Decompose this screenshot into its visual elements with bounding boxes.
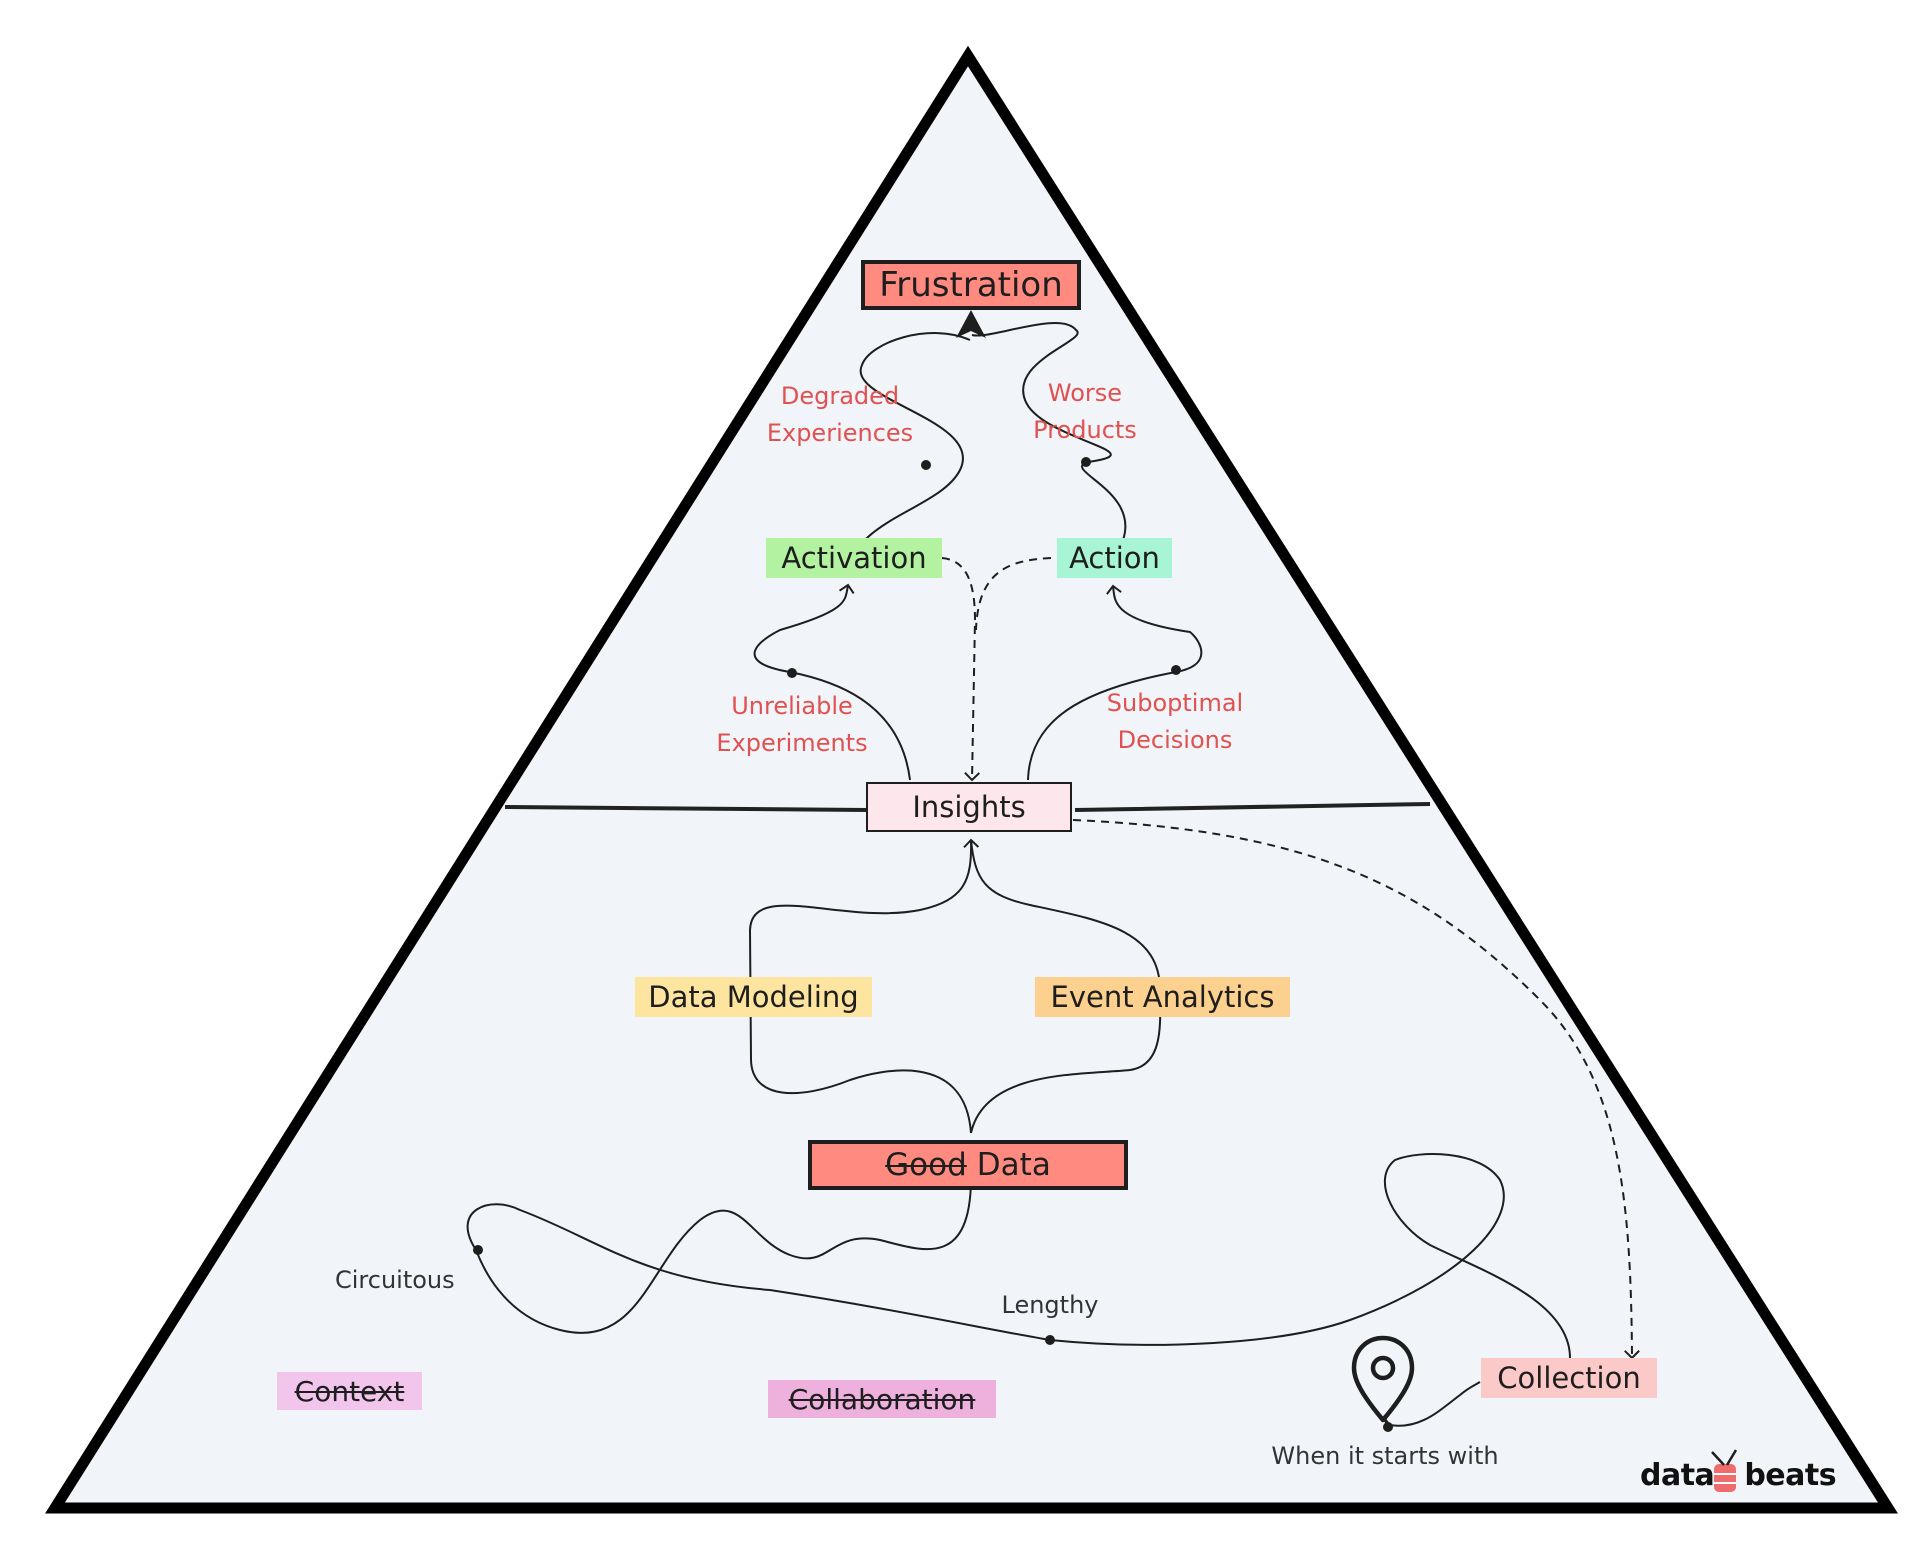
frustration-label: Frustration	[879, 265, 1063, 305]
event-analytics-node: Event Analytics	[1035, 977, 1290, 1017]
context-label: Context	[294, 1374, 405, 1408]
unreliable-experiments-label: Unreliable Experiments	[716, 692, 868, 757]
frustration-node: Frustration	[861, 260, 1081, 310]
dot-circuitous	[473, 1245, 483, 1255]
logo-text-right: beats	[1744, 1457, 1837, 1493]
tier-divider-line	[504, 802, 1431, 812]
dot-start	[1383, 1422, 1393, 1432]
dot-worse	[1081, 457, 1091, 467]
path-circuitous	[466, 1153, 1571, 1359]
dot-degraded	[921, 460, 931, 470]
dashed-insights-to-collection	[1072, 819, 1640, 1360]
path-start-connector	[1382, 1381, 1481, 1428]
collaboration-label: Collaboration	[788, 1382, 976, 1416]
location-pin-icon	[1351, 1335, 1415, 1423]
worse-products-label: Worse Products	[1033, 379, 1137, 444]
databeats-logo: data beats	[1640, 1455, 1837, 1495]
data-modeling-node: Data Modeling	[635, 977, 872, 1017]
action-node: Action	[1057, 538, 1172, 578]
lengthy-label: Lengthy	[1001, 1291, 1099, 1319]
insights-label: Insights	[912, 790, 1026, 824]
context-node: Context	[277, 1372, 422, 1410]
activation-node: Activation	[766, 538, 942, 578]
drum-logo-icon	[1711, 1449, 1738, 1492]
activation-label: Activation	[781, 541, 927, 575]
good-data-node: Good Data	[808, 1140, 1128, 1190]
data-modeling-label: Data Modeling	[648, 980, 859, 1014]
degraded-experiences-label: Degraded Experiences	[766, 382, 914, 447]
suboptimal-decisions-label: Suboptimal Decisions	[1106, 689, 1244, 754]
collaboration-node: Collaboration	[768, 1380, 996, 1418]
dashed-action-to-insights	[975, 557, 1052, 631]
collection-node: Collection	[1481, 1358, 1657, 1398]
path-suboptimal-decisions	[1027, 584, 1203, 781]
event-analytics-label: Event Analytics	[1050, 980, 1275, 1014]
starts-with-label: When it starts with	[1271, 1442, 1499, 1470]
dot-unreliable	[787, 668, 797, 678]
frustration-arrowhead	[956, 310, 986, 338]
circuitous-label: Circuitous	[335, 1266, 455, 1294]
path-unreliable-experiments	[753, 583, 911, 781]
good-struck-label: Good	[885, 1147, 967, 1183]
data-label: Data	[976, 1147, 1051, 1183]
insights-node: Insights	[866, 782, 1072, 832]
action-label: Action	[1069, 541, 1160, 575]
dot-lengthy	[1045, 1335, 1055, 1345]
dashed-activation-to-insights	[941, 557, 981, 782]
logo-text-left: data	[1640, 1457, 1715, 1493]
collection-label: Collection	[1497, 1361, 1641, 1395]
path-worse-products	[971, 322, 1127, 541]
path-degraded-experiences	[847, 332, 971, 578]
dot-suboptimal	[1171, 665, 1181, 675]
